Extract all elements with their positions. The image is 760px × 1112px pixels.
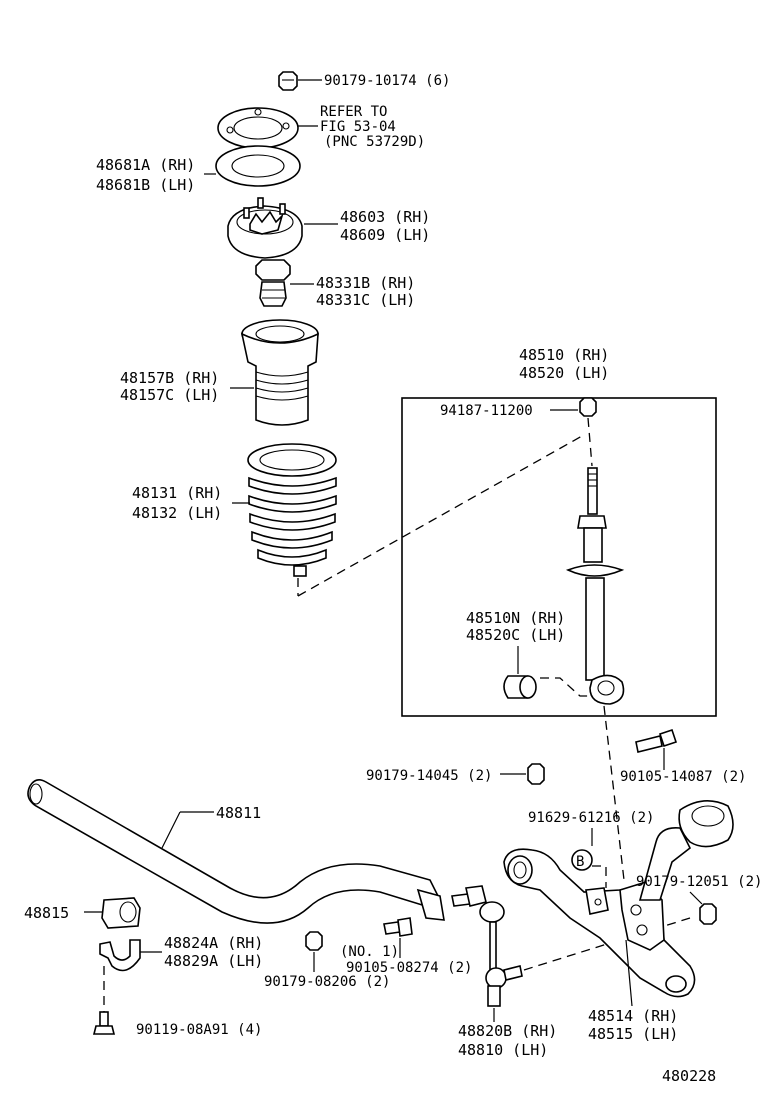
stabilizer-bar-48811 xyxy=(27,778,445,924)
label-90179-12051: 90179-12051 (2) xyxy=(636,874,760,890)
lower-arm-48514 xyxy=(503,800,734,998)
label-refer-1: REFER TO xyxy=(320,104,387,120)
label-no1: (NO. 1) xyxy=(340,944,399,960)
label-48520: 48520 (LH) xyxy=(519,364,609,382)
label-48811: 48811 xyxy=(216,804,261,822)
label-90105-08274: 90105-08274 (2) xyxy=(346,960,472,976)
label-48157b: 48157B (RH) xyxy=(120,369,219,387)
leader-48811-a xyxy=(161,811,181,849)
bushing-48815 xyxy=(101,897,141,929)
dash-spring-to-shock xyxy=(297,435,583,597)
nut-90179-12051 xyxy=(699,903,717,925)
label-90179-14045: 90179-14045 (2) xyxy=(366,768,492,784)
label-nut-top: 90179-10174 (6) xyxy=(324,73,450,89)
dash-callout-b xyxy=(592,865,607,888)
stabilizer-link-48820b xyxy=(451,885,523,1007)
bracket-48824a xyxy=(99,939,141,972)
callout-b-circle xyxy=(571,849,593,871)
coil-spring-48131 xyxy=(247,443,337,577)
label-94187: 94187-11200 xyxy=(440,403,533,419)
label-48131: 48131 (RH) xyxy=(132,484,222,502)
label-48829a: 48829A (LH) xyxy=(164,952,263,970)
label-48820b: 48820B (RH) xyxy=(458,1022,557,1040)
bushing-48510n xyxy=(503,675,537,699)
label-90105-14087: 90105-14087 (2) xyxy=(620,769,746,785)
spacer-48681 xyxy=(215,145,301,187)
label-callout-b: B xyxy=(576,854,584,870)
bolt-90105-14087 xyxy=(635,728,678,753)
label-48815: 48815 xyxy=(24,904,69,922)
label-48510: 48510 (RH) xyxy=(519,346,609,364)
drawing-number: 480228 xyxy=(662,1067,716,1085)
dash-nut-to-rod xyxy=(587,417,593,467)
shock-absorber xyxy=(565,467,625,705)
label-48609: 48609 (LH) xyxy=(340,226,430,244)
label-48514: 48514 (RH) xyxy=(588,1007,678,1025)
support-48603 xyxy=(227,197,303,259)
label-refer-2: FIG 53-04 xyxy=(320,119,396,135)
bolt-90105-08274 xyxy=(383,917,413,937)
label-90119: 90119-08A91 (4) xyxy=(136,1022,262,1038)
label-48515: 48515 (LH) xyxy=(588,1025,678,1043)
label-48603: 48603 (RH) xyxy=(340,208,430,226)
label-91629: 91629-61216 (2) xyxy=(528,810,654,826)
label-48810: 48810 (LH) xyxy=(458,1041,548,1059)
label-48824a: 48824A (RH) xyxy=(164,934,263,952)
leader-48514 xyxy=(625,939,633,1007)
upper-insulator xyxy=(217,107,299,149)
nut-90179-14045 xyxy=(527,763,545,785)
leader-90179-12051 xyxy=(689,891,703,905)
bumper-48331 xyxy=(255,259,291,307)
shock-nut xyxy=(579,397,597,417)
bolt-90119 xyxy=(92,1011,116,1035)
shock-absorber-box xyxy=(401,397,717,717)
label-48510n: 48510N (RH) xyxy=(466,609,565,627)
label-48681a: 48681A (RH) xyxy=(96,156,195,174)
label-48681b: 48681B (LH) xyxy=(96,176,195,194)
nut-90179-08206 xyxy=(305,931,323,951)
label-refer-3: (PNC 53729D) xyxy=(324,134,425,150)
boot-48157 xyxy=(240,319,319,426)
label-48331b: 48331B (RH) xyxy=(316,274,415,292)
label-48331c: 48331C (LH) xyxy=(316,291,415,309)
label-90179-08206: 90179-08206 (2) xyxy=(264,974,390,990)
label-48132: 48132 (LH) xyxy=(132,504,222,522)
label-48157c: 48157C (LH) xyxy=(120,386,219,404)
dash-shock-to-arm xyxy=(603,705,625,881)
label-48520c: 48520C (LH) xyxy=(466,626,565,644)
top-nut xyxy=(278,71,298,91)
dash-bushing xyxy=(540,677,592,697)
